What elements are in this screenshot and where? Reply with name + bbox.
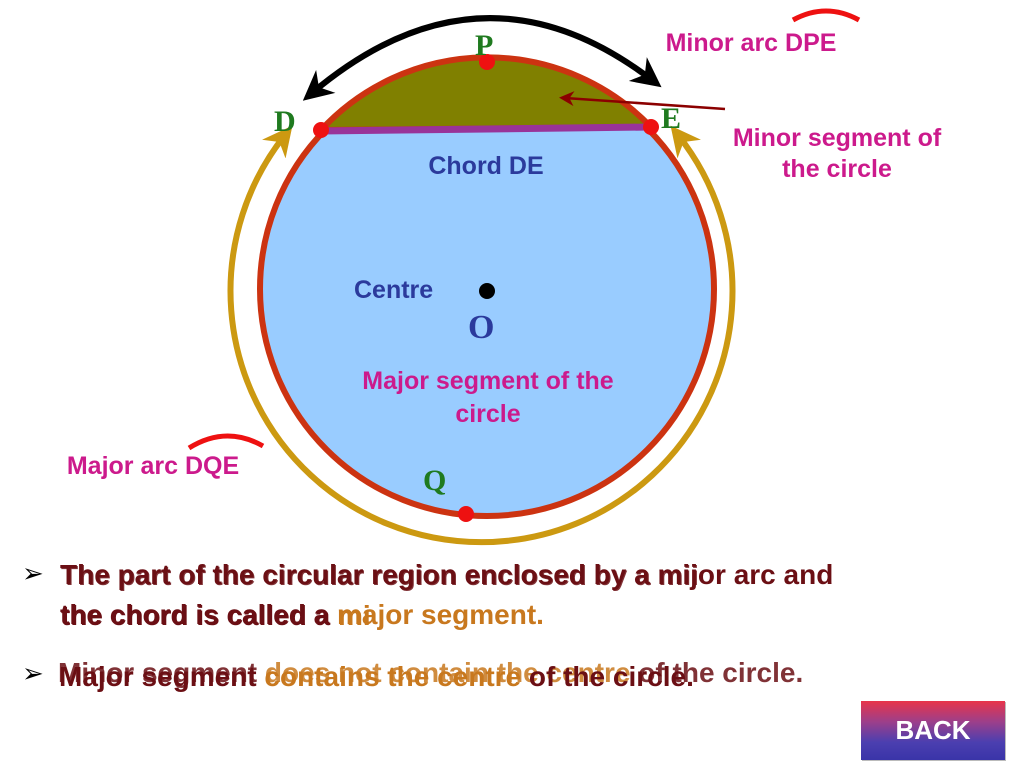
- bullet-2-end: of the circle.: [521, 661, 694, 692]
- bullet-2-ghost-main: Minor segment: [58, 657, 265, 688]
- centre-point: [479, 283, 495, 299]
- bullet-1-line-2-text: the chord is called a major segment.: [60, 598, 544, 632]
- major-segment-label-line1: Major segment of the: [362, 367, 614, 395]
- back-button[interactable]: BACK: [861, 701, 1005, 760]
- label-d: D: [274, 105, 296, 138]
- bullet-1-line-2-highlight: major segment.: [336, 599, 544, 630]
- label-e: E: [661, 102, 681, 135]
- bullet-1-line-1-main: The part of the circular region enclosed…: [60, 559, 691, 590]
- bullet-1-line-1-text: The part of the circular region enclosed…: [60, 558, 833, 592]
- bullet-1-line-1: The part of the circular region enclosed…: [60, 558, 1020, 594]
- label-q: Q: [423, 464, 446, 497]
- bullet-1-line-1-overlay-text: The part of the circular region enclosed…: [61, 560, 692, 591]
- minor-arc-indicator: [302, 15, 662, 101]
- label-p: P: [475, 29, 493, 62]
- point-q: [458, 506, 474, 522]
- bullet-2: Minor segment does not contain the centr…: [58, 656, 998, 696]
- minor-arc-label: Minor arc DPE: [666, 29, 837, 57]
- major-arc-label: Major arc DQE: [67, 452, 239, 480]
- bullet-2-ghost-highlight: does not contain the centre: [264, 657, 631, 688]
- chord-label: Chord DE: [428, 152, 543, 180]
- minor-segment-pointer: [559, 91, 726, 111]
- bullet-2-text: Major segment contains the centre of the…: [59, 660, 694, 694]
- bullet-1-line-2-overlay-text: the chord is called a: [61, 600, 338, 631]
- bullet-2-ghost: Minor segment does not contain the centr…: [58, 656, 803, 690]
- chord-de: [320, 123, 652, 135]
- major-segment-label-line2: circle: [455, 400, 520, 428]
- bullet-1-line-1-overlay-mi: i: [691, 560, 699, 591]
- point-e: [643, 119, 659, 135]
- bullet-1-line-1-overlay: The part of the circular region enclosed…: [61, 559, 699, 593]
- bullet-1-line-2-main: the chord is called a: [60, 599, 337, 630]
- bullet-1-line-2: the chord is called a mi the chord is ca…: [60, 598, 760, 634]
- major-arc-indicator: [227, 125, 736, 546]
- bullet-1-line-2-overlay: the chord is called a mi: [61, 599, 371, 633]
- bullet-1-line-1-rest: jor arc and: [690, 559, 834, 590]
- minor-segment-label-line1: Minor segment of: [733, 124, 942, 152]
- bullet-arrow-1: ➢: [22, 558, 44, 588]
- point-d: [313, 122, 329, 138]
- bullet-2-main: Major segment: [59, 661, 265, 692]
- centre-label: Centre: [354, 276, 433, 304]
- minor-arc-symbol: [791, 8, 861, 23]
- bullet-1-line-2-overlay-hl: mi: [337, 600, 371, 631]
- minor-segment-label-line2: the circle: [782, 155, 892, 183]
- label-o: O: [468, 309, 494, 346]
- major-arc-symbol: [187, 433, 265, 451]
- bullet-2-highlight: contains the centre: [264, 661, 522, 692]
- bullet-arrow-2: ➢: [22, 658, 44, 688]
- point-p: [479, 54, 495, 70]
- bullet-2-ghost-end: of the circle.: [630, 657, 804, 688]
